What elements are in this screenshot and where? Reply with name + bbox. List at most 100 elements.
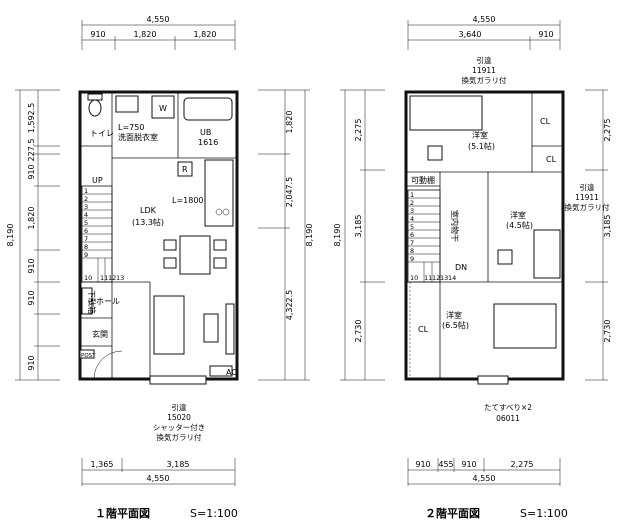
floor1-title: １階平面図 [95,506,150,520]
floor2-window-top-note: 引違 11911 換気ガラリ付 [462,55,507,85]
room3-bed [493,303,557,349]
stair-number: 14 [448,274,456,282]
ac-unit [209,365,233,377]
stair-number: 8 [84,243,88,251]
stair-number: 7 [84,235,88,243]
stair-number: 11 [100,274,108,282]
floor1-dim-left-seg: 910 [27,164,36,179]
kitchen-counter [204,159,234,227]
closet-label-3: CL [418,325,429,334]
floor2-dim-right-seg: 2,730 [603,320,612,343]
floor1-dims-right: 1,820 2,047.5 4,322.5 8,190 [258,89,314,381]
room2-desk [497,249,513,265]
toilet-fixture [87,93,103,117]
window-note-line: 06011 [496,414,520,423]
post-label: POST [81,353,96,359]
floor1-dim-left-seg: 1,592.5 [27,103,36,134]
dining-table [163,235,227,275]
stair-number: 12 [108,274,116,282]
floor2-dim-top-seg: 910 [538,30,553,39]
entry-door-swing [93,350,123,380]
room-label-ub-size: 1616 [198,138,218,147]
window-note-line: 引違 [580,182,595,192]
stair-number: 9 [410,255,414,263]
floor1-dim-left-seg: 227.5 [27,139,36,162]
shoe-box [81,287,93,315]
floor2-dim-left-seg: 2,730 [354,320,363,343]
floor2-stair-numbers: 1 2 3 4 5 6 7 8 9 10 11 12 13 14 [410,191,456,282]
floor1-dims-bottom: 1,365 3,185 4,550 [81,458,236,486]
fridge [177,161,193,177]
floor2-title: ２階平面図 [425,506,480,520]
stair-number: 3 [410,207,414,215]
floor1-dim-left-seg: 1,820 [27,207,36,230]
window-note-line: 換気ガラリ付 [565,202,610,212]
stair-number: 5 [410,223,414,231]
floor1-dim-right-seg: 4,322.5 [285,290,294,321]
post-box [79,349,95,359]
fridge-label: R [182,165,188,174]
wash-basin [115,95,139,113]
wash-dim-label: L=750 [118,123,144,132]
room-label-room1-size: (5.1帖) [468,141,495,151]
floor1-dim-right-seg: 2,047.5 [285,177,294,208]
washer-machine [151,95,175,119]
window-note-line: 換気ガラリ付 [462,75,507,85]
floor1-dim-left-seg: 910 [27,290,36,305]
window-note-line: 11911 [472,66,496,75]
stair-number: 3 [84,203,88,211]
floor2-dim-bottom-seg: 2,275 [511,460,534,469]
floor1-dims-left: 8,190 1,592.5 227.5 910 1,820 910 910 91… [6,89,60,381]
floor2-window-bottom [477,375,509,385]
floor2-dim-right-seg: 2,275 [603,119,612,142]
floor1-dim-left-seg: 910 [27,258,36,273]
stair-number: 1 [410,191,414,199]
floor1-dim-top-seg: 910 [90,30,105,39]
stair-number: 4 [410,215,414,223]
stair-number: 9 [84,251,88,259]
floor2-dims-right: 2,275 3,185 2,730 [585,89,612,381]
stair-number: 6 [84,227,88,235]
bathtub [183,97,233,121]
floor2-dim-bottom-seg: 455 [438,460,453,469]
stair-number: 7 [410,239,414,247]
floor2-plan: 4,550 3,640 910 引違 11911 換気ガラリ付 8,190 2,… [333,15,612,520]
window-note-line: 引違 [172,402,187,412]
stairs-up-label: UP [92,176,103,185]
room-label-ldk: LDK [140,206,157,215]
closet-label-2: CL [546,155,557,164]
floor2-dim-right-seg: 3,185 [603,215,612,238]
floor1-dim-bottom-seg: 3,185 [167,460,190,469]
floor1-dim-left-seg: 910 [27,355,36,370]
shelf-label: 可動棚 [411,175,435,185]
stair-number: 12 [432,274,440,282]
floor1-dim-top-total: 4,550 [147,15,170,24]
shoe-box-label: 下駄箱 [87,290,97,314]
washer-label: W [159,104,167,113]
stair-number: 4 [84,211,88,219]
window-note-line: 引違 [477,55,492,65]
floor1-stair-numbers: 1 2 3 4 5 6 7 8 9 10 11 12 13 [84,187,124,282]
stair-number: 8 [410,247,414,255]
floor1-scale: S=1:100 [190,507,238,520]
floor1-dim-right-total: 8,190 [305,224,314,247]
room-label-ub: UB [200,128,211,137]
window-note-line: 換気ガラリ付 [157,432,202,442]
floor1-dim-top-seg: 1,820 [194,30,217,39]
sofa-set [153,295,235,355]
stair-number: 10 [410,274,418,282]
window-note-line: たてすべり×2 [484,403,532,412]
floor1-dims-top: 4,550 910 1,820 1,820 [81,15,236,50]
window-note-line: 11911 [575,193,599,202]
stair-number: 2 [410,199,414,207]
closet-label-1: CL [540,117,551,126]
floor1-dim-left-total: 8,190 [6,224,15,247]
floor2-dim-left-seg: 2,275 [354,119,363,142]
room2-bed [533,229,561,279]
hanger-label: 室内物干 [450,210,460,242]
floor1-dim-top-seg: 1,820 [134,30,157,39]
floor1-window-note: 引違 15020 シャッター付き 換気ガラリ付 [153,402,206,442]
stair-number: 1 [84,187,88,195]
floor2-dim-top-seg: 3,640 [459,30,482,39]
